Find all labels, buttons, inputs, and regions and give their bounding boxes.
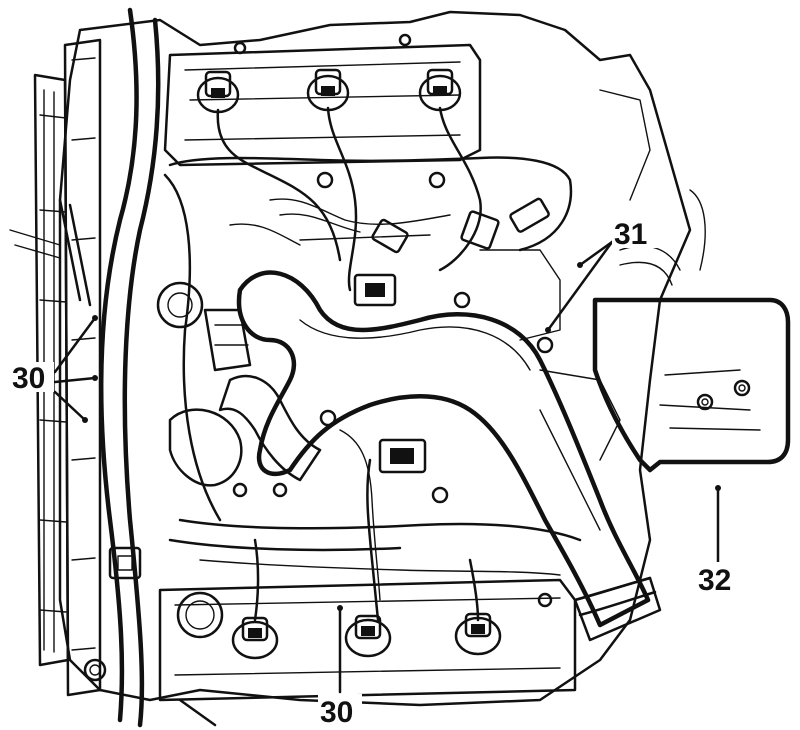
injector-upper-3 [418, 68, 462, 112]
shield-plate [592, 297, 791, 473]
callout-30-bottom: 30 [320, 696, 353, 729]
injector-upper-2 [306, 68, 350, 112]
injector-lower-1 [231, 616, 279, 660]
connectors [108, 197, 550, 580]
lower-injectors [231, 612, 502, 660]
callout-labels: 30 30 31 32 [10, 216, 742, 729]
upper-injectors [196, 68, 462, 114]
callout-31: 31 [614, 218, 647, 251]
injector-lower-2 [344, 614, 392, 658]
injector-upper-1 [196, 70, 240, 114]
engine-details [9, 33, 706, 727]
callout-32: 32 [698, 564, 731, 597]
rocker-cover-lower [158, 578, 577, 702]
rocker-cover-upper [163, 43, 482, 167]
callout-30-left: 30 [12, 362, 45, 395]
throttle-body [156, 281, 252, 372]
intake-duct [236, 270, 662, 642]
fuel-lines-upper [216, 106, 482, 292]
coolant-pipe [168, 374, 322, 487]
leader-lines [53, 240, 721, 694]
wiring-harness [99, 7, 582, 728]
front-panel [33, 38, 102, 697]
